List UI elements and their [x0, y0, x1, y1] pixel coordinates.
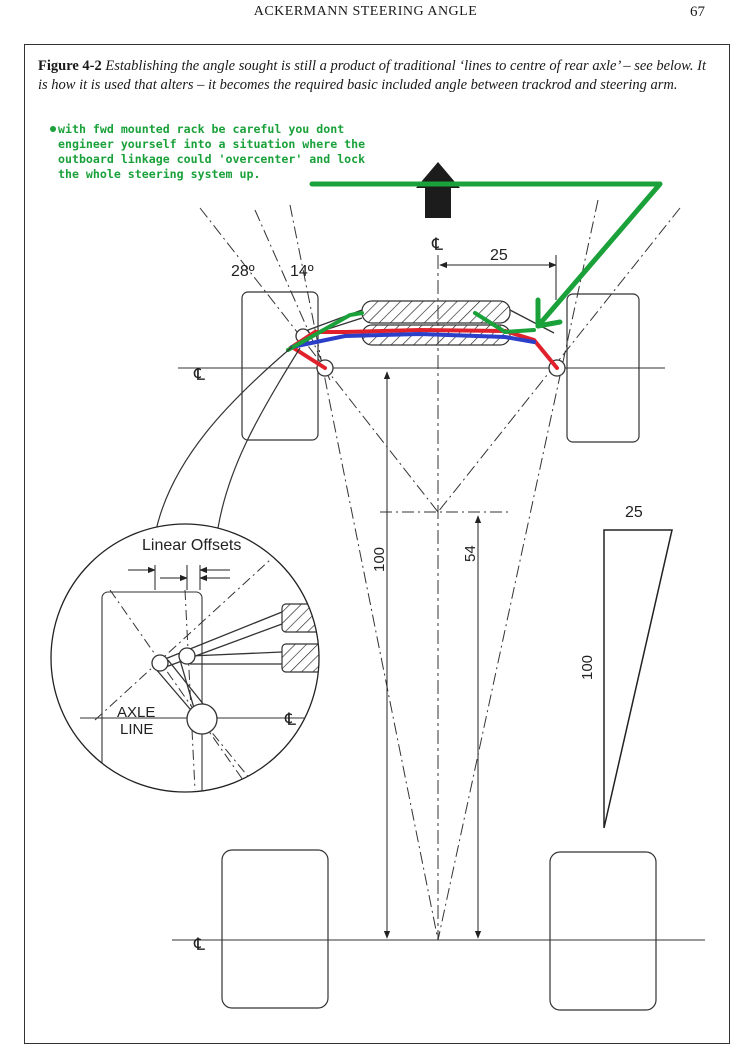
annotation-line-4: the whole steering system up.: [58, 167, 261, 181]
dimension-rack-offset: [439, 255, 557, 300]
rear-right-wheel: [549, 851, 657, 1011]
ratio-triangle: [603, 529, 673, 829]
front-left-wheel: [241, 291, 319, 441]
linear-offsets-inset: [50, 523, 320, 793]
running-title: ACKERMANN STEERING ANGLE: [253, 4, 478, 19]
dim-rack-offset-label: 25: [490, 247, 508, 264]
blue-linkage: [290, 331, 536, 349]
bullet-icon: [50, 126, 56, 132]
page-number: 67: [690, 4, 705, 20]
annotation-line-3: outboard linkage could 'overcenter' and …: [58, 152, 366, 166]
running-head: ACKERMANN STEERING ANGLE 67: [0, 0, 731, 30]
ackermann-lines: [199, 199, 681, 941]
annotation-line-2: engineer yourself into a situation where…: [58, 137, 366, 151]
annotation-line-1: with fwd mounted rack be careful you don…: [50, 122, 450, 137]
inset-axle-label-2: LINE: [120, 721, 153, 738]
top-centerline-symbol: ℄: [431, 235, 443, 254]
rear-axle-centerline-symbol: ℄: [193, 935, 205, 954]
green-annotation: with fwd mounted rack be careful you don…: [50, 122, 450, 182]
triangle-side-label: 100: [579, 655, 596, 680]
dim-full-length-label: 100: [371, 547, 388, 572]
angle-left-label: 28º: [231, 263, 255, 280]
inset-title: Linear Offsets: [142, 537, 241, 554]
caption-text: Establishing the angle sought is still a…: [38, 58, 707, 93]
caption-label: Figure 4-2: [38, 58, 102, 74]
inset-axle-label-1: AXLE: [117, 704, 155, 721]
angle-right-label: 14º: [290, 263, 314, 280]
colored-linkage: [286, 311, 559, 370]
rear-left-wheel: [221, 849, 329, 1009]
figure-caption: Figure 4-2 Establishing the angle sought…: [38, 57, 708, 95]
inset-centerline-symbol: ℄: [284, 710, 296, 729]
green-linkage: [286, 311, 364, 352]
triangle-top-label: 25: [625, 504, 643, 521]
green-linkage-right: [473, 311, 536, 335]
wheels: [221, 291, 657, 1011]
green-arrow-icon: [309, 181, 663, 329]
forward-arrow-icon: [416, 162, 460, 218]
front-right-wheel: [566, 293, 640, 443]
inset-leaders: [154, 346, 301, 536]
dim-intersection-label: 54: [462, 545, 479, 562]
front-axle-centerline-symbol: ℄: [193, 365, 205, 384]
